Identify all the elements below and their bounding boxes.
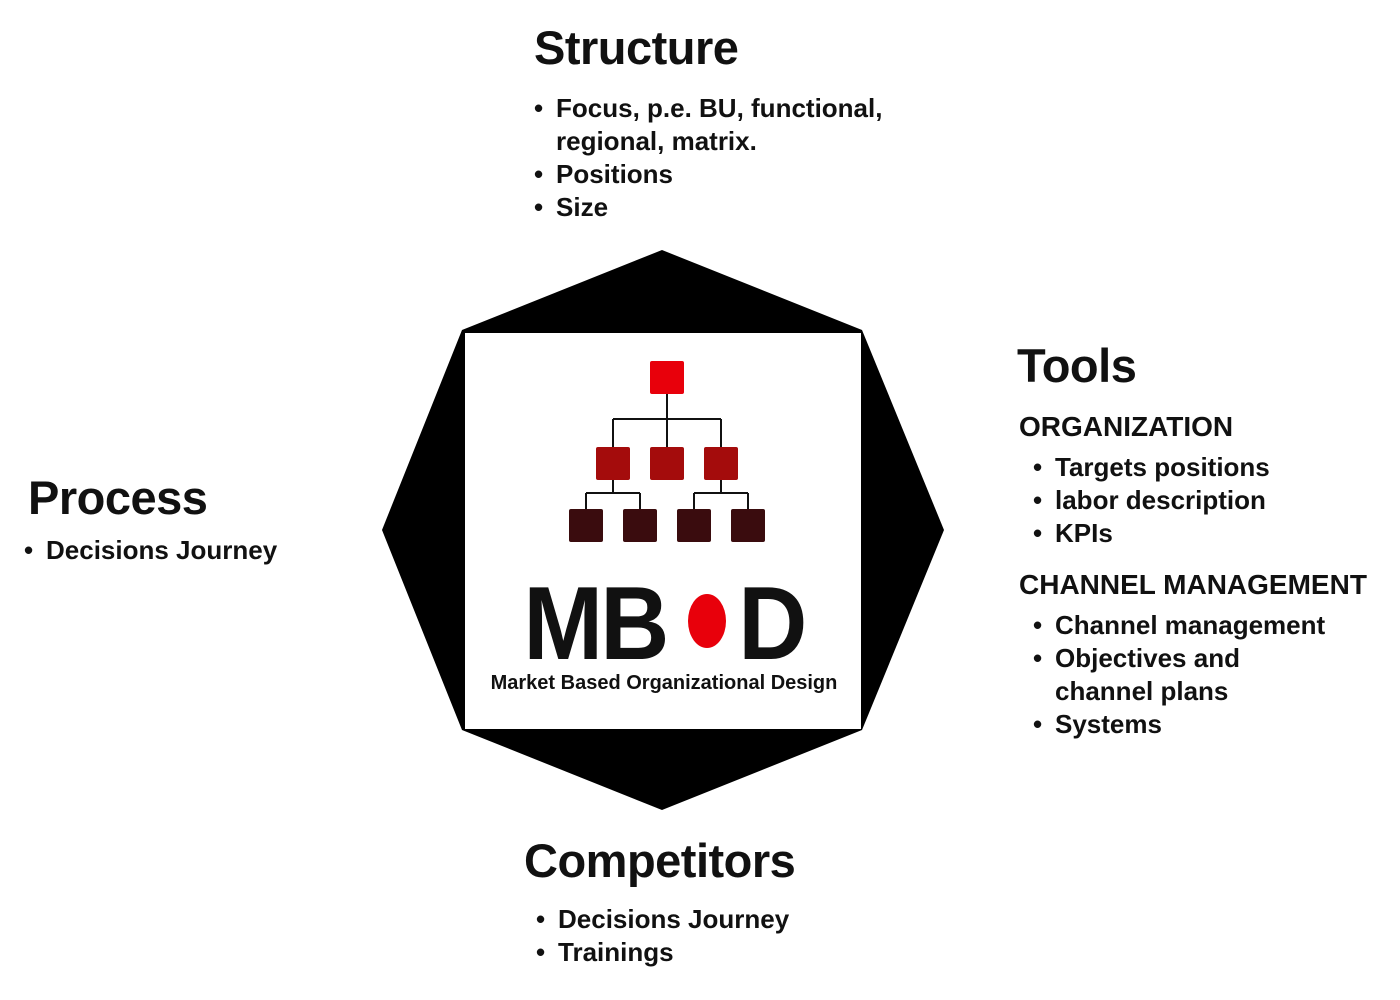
center-panel xyxy=(465,333,861,729)
tools-section: Tools ORGANIZATION Targets positions lab… xyxy=(1017,342,1367,741)
org-chart-nodes xyxy=(569,361,765,542)
tools-item-systems: Systems xyxy=(1033,708,1367,741)
tools-heading: Tools xyxy=(1017,339,1137,392)
tools-organization-list: Targets positions labor description KPIs xyxy=(1033,451,1367,550)
structure-item-positions: Positions xyxy=(534,158,882,191)
mbod-title: MBOD xyxy=(482,572,846,676)
org-node-bottom-1 xyxy=(569,509,603,542)
structure-item-focus: Focus, p.e. BU, functional,regional, mat… xyxy=(534,92,882,158)
tools-item-targets: Targets positions xyxy=(1033,451,1367,484)
org-node-mid-left xyxy=(596,447,630,480)
competitors-item-trainings: Trainings xyxy=(536,936,795,969)
mbod-subtitle: Market Based Organizational Design xyxy=(490,672,838,694)
tools-channel-list: Channel management Objectives andchannel… xyxy=(1033,609,1367,741)
tools-item-kpis: KPIs xyxy=(1033,517,1367,550)
mbod-title-mb: MB xyxy=(523,566,669,682)
structure-section: Structure Focus, p.e. BU, functional,reg… xyxy=(534,24,882,224)
org-node-bottom-2 xyxy=(623,509,657,542)
process-list: Decisions Journey xyxy=(24,534,277,567)
competitors-section: Competitors Decisions Journey Trainings xyxy=(524,834,796,969)
structure-heading: Structure xyxy=(534,21,739,74)
competitors-item-decisions: Decisions Journey xyxy=(536,903,795,936)
tools-item-labor: labor description xyxy=(1033,484,1367,517)
process-heading: Process xyxy=(28,471,208,524)
org-node-mid-right xyxy=(704,447,738,480)
competitors-heading: Competitors xyxy=(524,834,796,887)
competitors-list: Decisions Journey Trainings xyxy=(536,903,795,969)
org-node-mid-center xyxy=(650,447,684,480)
structure-item-size: Size xyxy=(534,191,882,224)
tools-item-channel-management: Channel management xyxy=(1033,609,1367,642)
mbod-title-d: D xyxy=(738,566,807,682)
process-item: Decisions Journey xyxy=(24,534,277,567)
structure-list: Focus, p.e. BU, functional,regional, mat… xyxy=(534,92,882,224)
tools-channel-title: CHANNEL MANAGEMENT xyxy=(1019,569,1367,600)
mbod-o-inner-dot xyxy=(688,594,726,648)
process-section: Process Decisions Journey xyxy=(24,471,277,567)
org-chart-icon xyxy=(585,394,749,509)
org-node-bottom-4 xyxy=(731,509,765,542)
tools-organization-title: ORGANIZATION xyxy=(1019,411,1234,442)
mbod-title-o: O xyxy=(667,566,739,682)
org-node-top xyxy=(650,361,684,394)
org-node-bottom-3 xyxy=(677,509,711,542)
